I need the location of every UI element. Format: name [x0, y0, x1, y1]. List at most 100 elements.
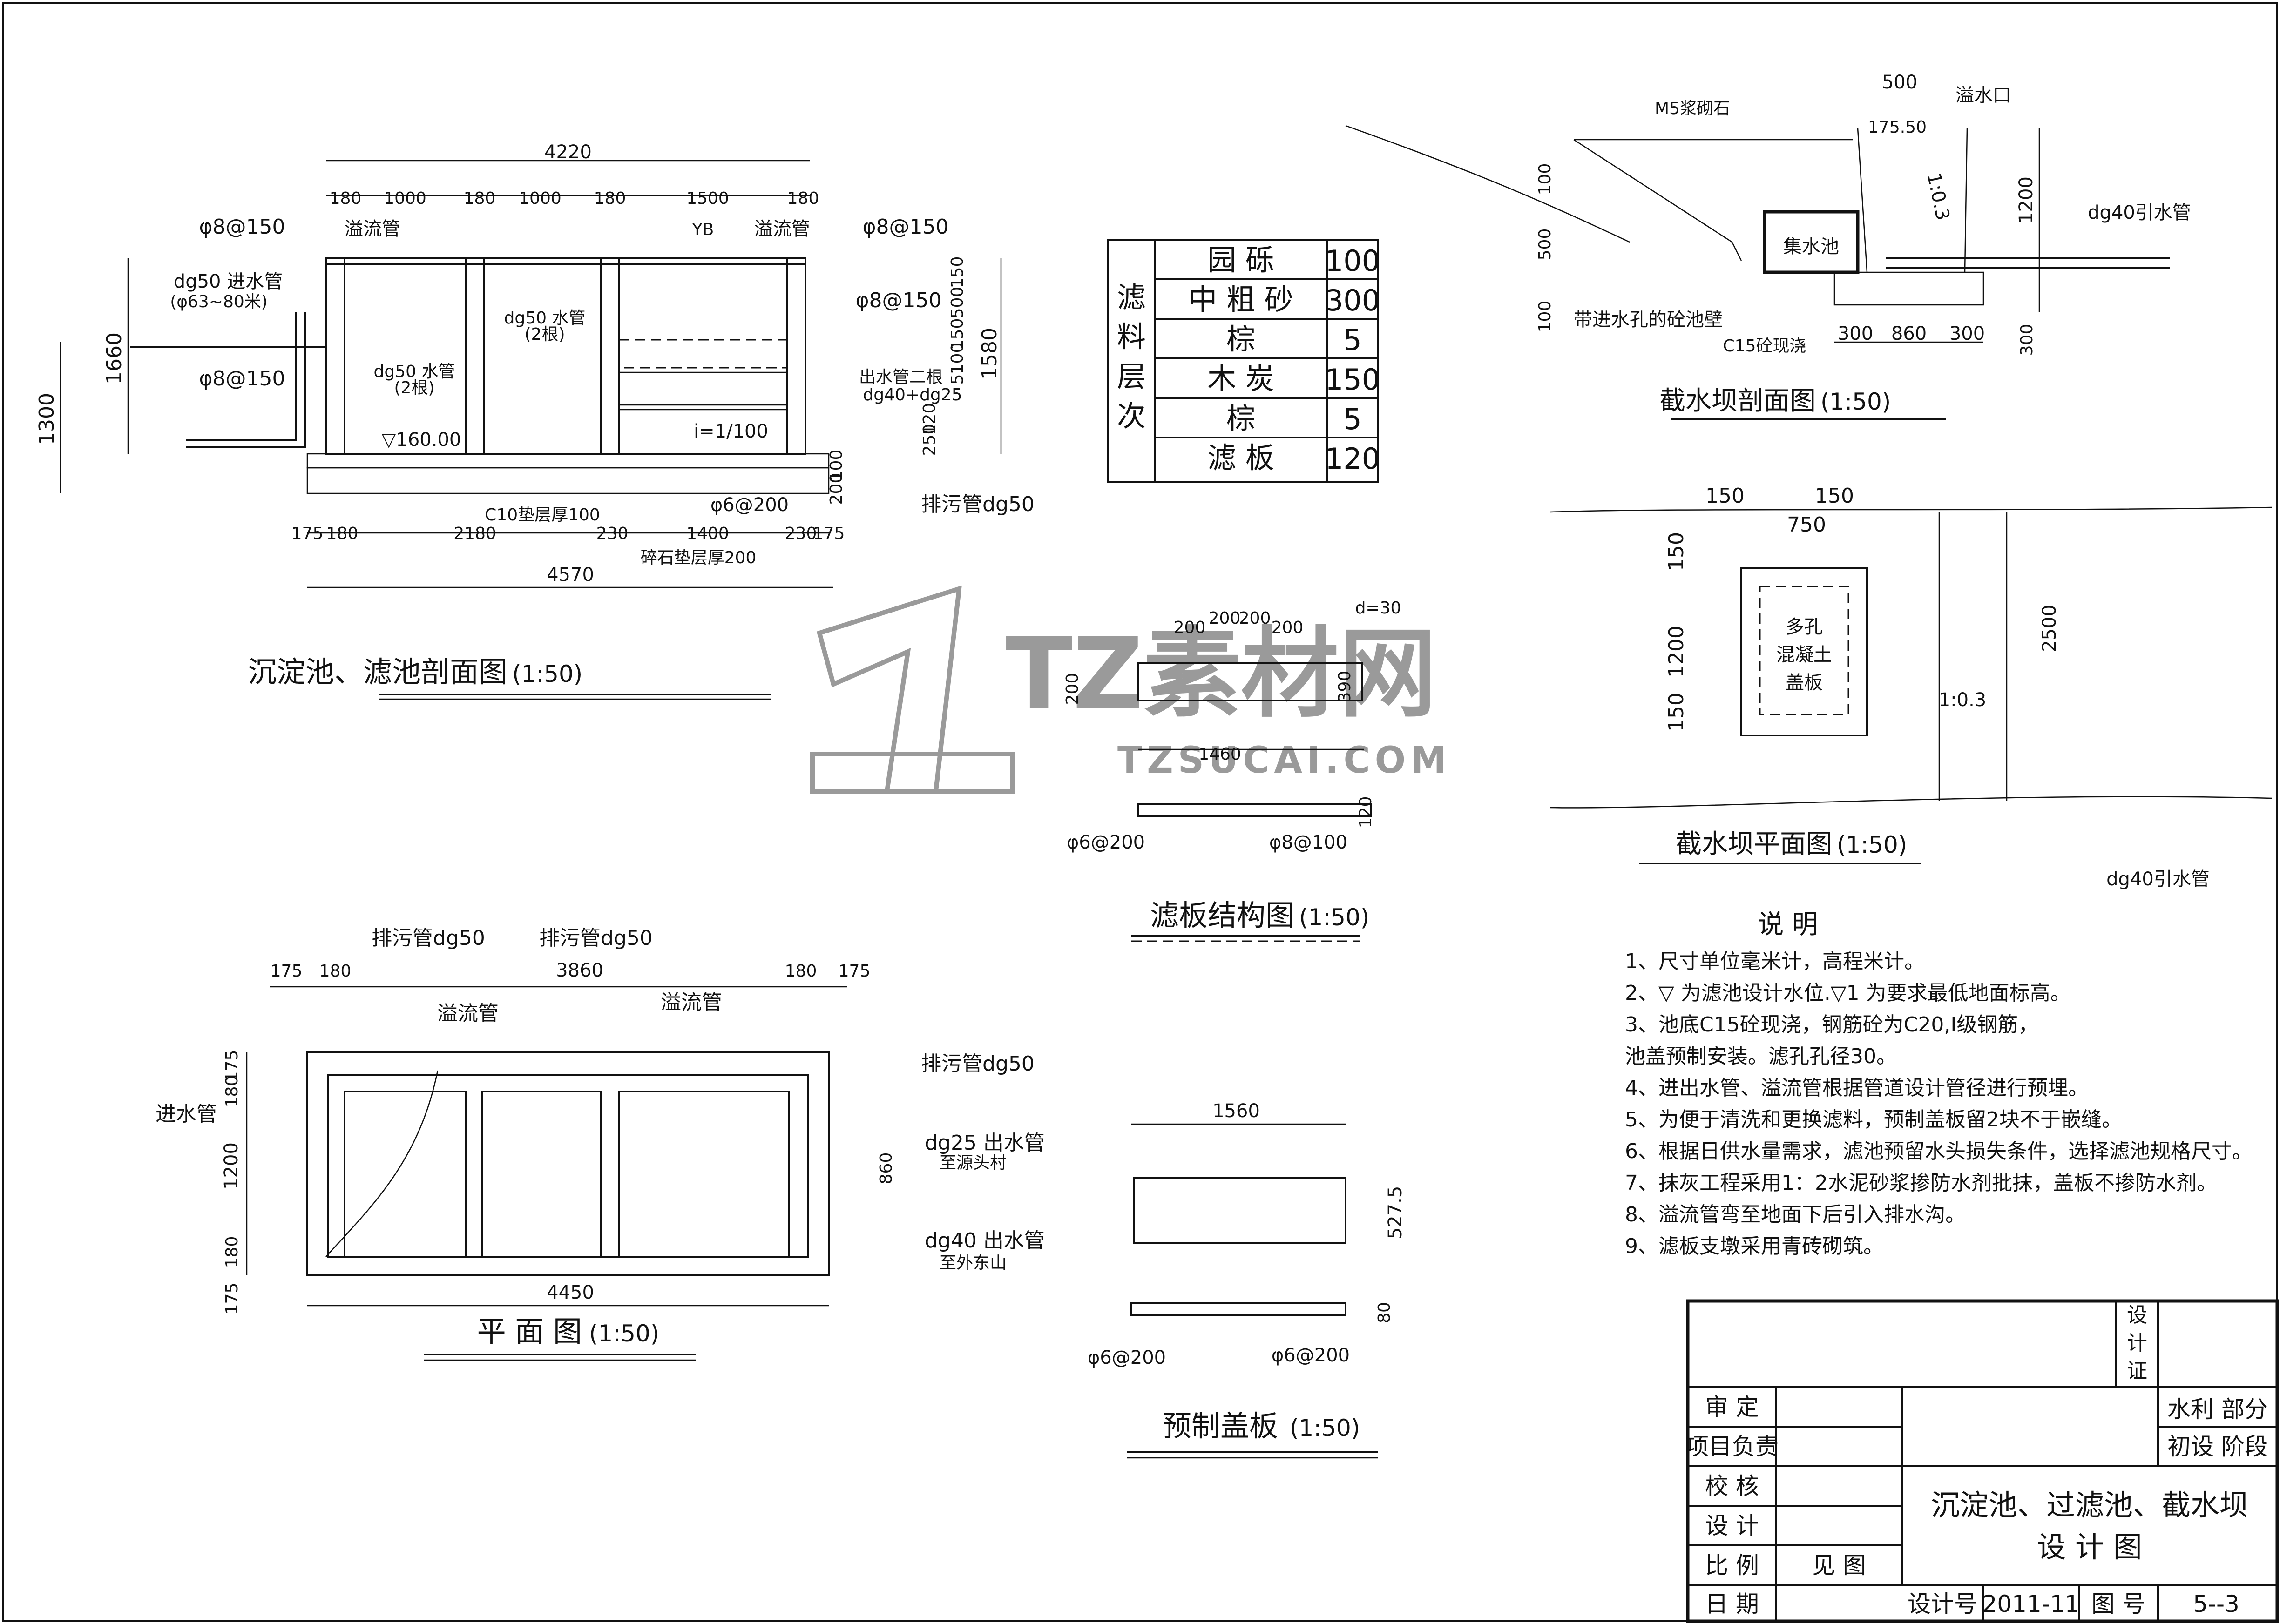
- design-no: 2011-11: [1982, 1590, 2080, 1617]
- dam-section-title: 截水坝剖面图: [1659, 386, 1816, 416]
- dim: 1200: [2016, 176, 2037, 224]
- label-cover: 盖板: [1786, 672, 1823, 694]
- dim: 300: [2017, 324, 2036, 356]
- dim: 180: [785, 962, 817, 981]
- dim: 180: [326, 524, 359, 543]
- dim: 250: [920, 424, 939, 456]
- dim: 5: [948, 374, 967, 385]
- dim: 100: [948, 343, 967, 375]
- dim: 180: [330, 189, 362, 208]
- dim: 175: [223, 1050, 242, 1082]
- dim: 200: [1174, 618, 1206, 637]
- table-cell: 园 砾: [1207, 243, 1274, 277]
- dim: 175: [839, 962, 871, 981]
- label-pipe: dg40引水管: [2088, 202, 2191, 223]
- title-row-label: 校 核: [1705, 1473, 1759, 1500]
- label-rebar: φ6@200: [710, 494, 789, 516]
- label-level: ▽160.00: [382, 429, 461, 451]
- dim: 300: [1838, 323, 1873, 344]
- dim: 3860: [556, 960, 603, 981]
- dim: 750: [1787, 513, 1826, 537]
- dam-section-drawing: M5浆砌石 溢水口 175.50 集水池 1:0.3 dg40引水管 带进水孔的…: [1345, 72, 2191, 420]
- dim: 200: [1272, 618, 1304, 637]
- label-overflow-right: 溢流管: [754, 218, 810, 240]
- label-drain: 排污管dg50: [921, 492, 1035, 516]
- dim: 300: [1949, 323, 1985, 344]
- label-pipe: dg50 水管: [504, 309, 586, 328]
- dim: 200: [827, 473, 846, 505]
- dim: 1200: [1664, 626, 1688, 678]
- table-cell: 5: [1343, 323, 1361, 357]
- dim: 180: [223, 1076, 242, 1108]
- note-item: 7、抹灰工程采用1：2水泥砂浆掺防水剂批抹，盖板不掺防水剂。: [1625, 1171, 2217, 1195]
- note-item: 1、尺寸单位毫米计，高程米计。: [1625, 950, 1925, 973]
- notes-heading: 说 明: [1758, 910, 1818, 940]
- label-rebar: φ6@200: [1272, 1345, 1350, 1366]
- dim: 1500: [686, 189, 729, 208]
- title-row-label: 日 期: [1705, 1590, 1759, 1617]
- note-item: 3、池底C15砼现浇，钢筋砼为C20,Ⅰ级钢筋，: [1625, 1013, 2038, 1037]
- section-title: 沉淀池、滤池剖面图: [248, 655, 507, 689]
- dim: 100: [1536, 163, 1555, 195]
- label-wall: 带进水孔的砼池壁: [1574, 309, 1723, 330]
- dim: 120: [920, 403, 939, 435]
- dim: 1300: [35, 393, 59, 445]
- dim: d=30: [1355, 599, 1401, 618]
- dim: 1660: [102, 332, 126, 384]
- dim: 200: [1209, 609, 1241, 628]
- dim: 2180: [453, 524, 496, 543]
- filter-plate-drawing: 200 200 200 200 d=30 200 390 1460 120 φ6…: [1063, 599, 1401, 942]
- note-item: 池盖预制安装。滤孔孔径30。: [1625, 1044, 1897, 1068]
- table-cell: 棕: [1226, 401, 1255, 435]
- note-item: 2、▽ 为滤池设计水位.▽1 为要求最低地面标高。: [1625, 981, 2071, 1005]
- dim: 180: [223, 1236, 242, 1268]
- label-slope: 1:0.3: [1939, 689, 1987, 711]
- label-spill: 溢水口: [1955, 85, 2011, 106]
- title-row-label: 设 计: [1705, 1512, 1759, 1539]
- dim: 150: [1815, 484, 1854, 508]
- label-stone: M5浆砌石: [1655, 99, 1730, 118]
- table-cell: 120: [1325, 442, 1380, 476]
- dim: 2500: [2039, 605, 2060, 652]
- label-overflow: 溢流管: [437, 1002, 499, 1025]
- table-cell: 100: [1325, 244, 1380, 278]
- dim: 527.5: [1385, 1186, 1406, 1240]
- label-slope: 1:0.3: [1923, 171, 1954, 222]
- label-rebar: φ8@150: [855, 289, 941, 312]
- label-rebar: φ8@150: [199, 215, 285, 239]
- label-drain: 排污管dg50: [539, 926, 653, 950]
- dam-section-scale: (1:50): [1820, 388, 1891, 415]
- dim: 175: [291, 524, 324, 543]
- dim: 180: [319, 962, 352, 981]
- label-rebar: φ6@200: [1067, 832, 1145, 853]
- label-pipe: dg50 水管: [374, 362, 455, 381]
- dim: 150: [1705, 484, 1745, 508]
- label-pipe: dg40引水管: [2106, 869, 2210, 890]
- label-inlet-sub: (φ63~80米): [170, 292, 268, 311]
- dim: 1200: [221, 1142, 242, 1190]
- dim: 200: [1239, 609, 1271, 628]
- drawing-no: 5--3: [2193, 1590, 2239, 1617]
- dim: 175: [271, 962, 303, 981]
- dim: 860: [877, 1152, 896, 1185]
- cert-char: 证: [2127, 1359, 2147, 1383]
- dim: 100: [1536, 301, 1555, 333]
- dim: 80: [1375, 1302, 1394, 1323]
- dim: 150: [948, 318, 967, 350]
- dim: 150: [1664, 532, 1688, 571]
- dept-label: 初设 阶段: [2167, 1433, 2268, 1460]
- label-tank: 集水池: [1783, 236, 1839, 257]
- label-outlet: 出水管二根: [859, 368, 943, 387]
- cert-char: 设: [2127, 1303, 2147, 1327]
- filter-plate-title: 滤板结构图: [1150, 898, 1294, 932]
- dim: 390: [1335, 671, 1354, 703]
- table-cell: 150: [1325, 363, 1380, 397]
- drawing-title: 沉淀池、过滤池、截水坝: [1931, 1488, 2248, 1522]
- dim: 1400: [686, 524, 729, 543]
- label-rebar: φ8@100: [1269, 832, 1347, 853]
- dim: 180: [464, 189, 496, 208]
- label-cover: 多孔: [1786, 616, 1823, 638]
- dim: 150: [1664, 693, 1688, 732]
- dim-total-top: 4220: [544, 142, 592, 163]
